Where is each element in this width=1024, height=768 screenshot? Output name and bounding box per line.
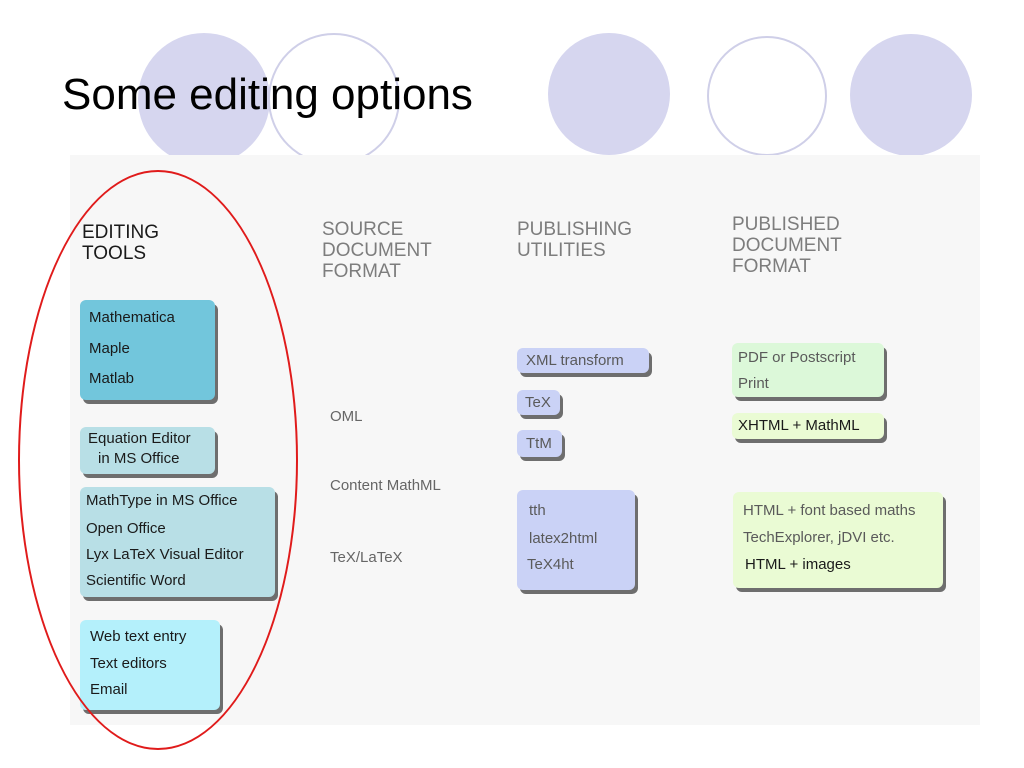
- publishing-utility-box-4: tth latex2html TeX4ht: [517, 490, 635, 590]
- highlight-oval: [18, 170, 298, 750]
- decorative-circle-5: [850, 34, 972, 156]
- published-format-box-1: PDF or Postscript Print: [732, 343, 884, 397]
- slide-title: Some editing options: [62, 70, 473, 119]
- published-format-item: TechExplorer, jDVI etc.: [743, 529, 895, 546]
- published-format-box-3: HTML + font based maths TechExplorer, jD…: [733, 492, 943, 588]
- published-format-header: PUBLISHED DOCUMENT FORMAT: [732, 214, 842, 277]
- published-format-item: PDF or Postscript: [738, 349, 856, 366]
- published-format-item: HTML + font based maths: [743, 502, 916, 519]
- publishing-utility-box-1: XML transform: [517, 348, 649, 373]
- source-format-item: OML: [330, 408, 363, 425]
- publishing-utility-item: TeX: [525, 394, 551, 411]
- publishing-utility-box-2: TeX: [517, 390, 560, 415]
- publishing-utility-item: TtM: [526, 435, 552, 452]
- decorative-circle-4: [707, 36, 827, 156]
- decorative-circle-3: [548, 33, 670, 155]
- publishing-utility-item: latex2html: [529, 530, 598, 547]
- published-format-item: XHTML + MathML: [738, 417, 860, 434]
- published-format-box-2: XHTML + MathML: [732, 413, 884, 439]
- published-format-item: Print: [738, 375, 769, 392]
- publishing-utility-item: TeX4ht: [527, 556, 574, 573]
- publishing-utility-item: tth: [529, 502, 546, 519]
- publishing-utility-box-3: TtM: [517, 430, 562, 457]
- published-format-item: HTML + images: [745, 556, 851, 573]
- source-format-item: Content MathML: [330, 477, 441, 494]
- source-format-header: SOURCE DOCUMENT FORMAT: [322, 219, 432, 282]
- decorative-circle-1: [138, 33, 270, 165]
- publishing-utility-item: XML transform: [526, 352, 624, 369]
- publishing-utilities-header: PUBLISHING UTILITIES: [517, 219, 633, 261]
- source-format-item: TeX/LaTeX: [330, 549, 403, 566]
